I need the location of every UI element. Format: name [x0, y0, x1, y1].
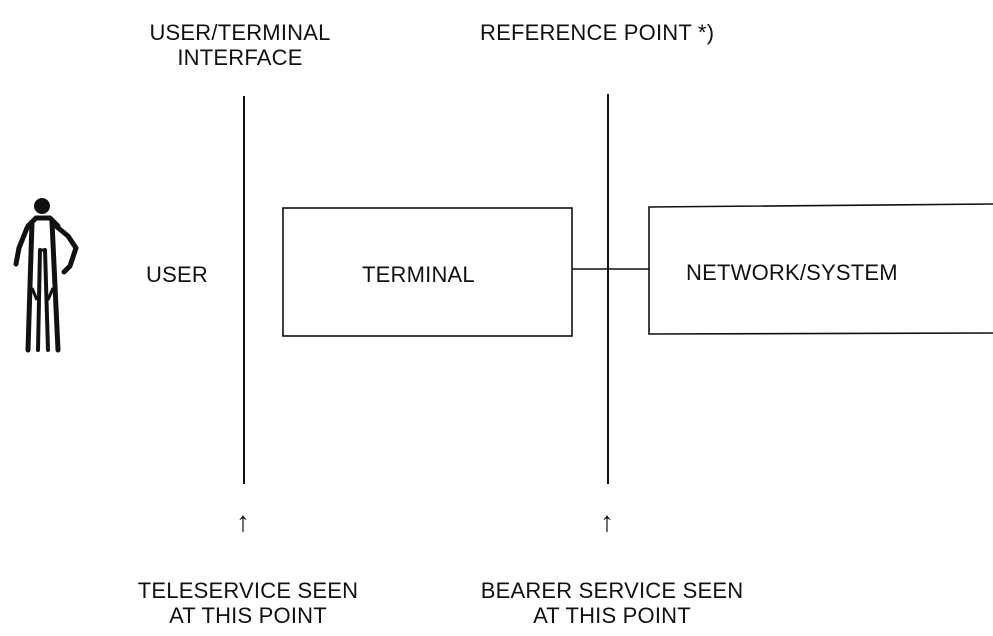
- reference-point-title: REFERENCE POINT *): [480, 20, 715, 45]
- terminal-box: [282, 207, 573, 337]
- terminal-label: TERMINAL: [362, 262, 475, 287]
- network-system-box: [648, 203, 993, 335]
- user-label: USER: [146, 262, 208, 287]
- bearer-caption-line1: BEARER SERVICE SEEN: [480, 578, 744, 603]
- bearer-caption: BEARER SERVICE SEEN AT THIS POINT: [470, 578, 754, 629]
- teleservice-caption: TELESERVICE SEEN AT THIS POINT: [118, 578, 378, 629]
- teleservice-caption-line2: AT THIS POINT: [169, 603, 327, 629]
- bearer-arrow: ↑: [600, 506, 614, 537]
- interface-title: USER/TERMINAL INTERFACE: [128, 20, 352, 71]
- teleservice-caption-line1: TELESERVICE SEEN: [137, 578, 359, 603]
- teleservice-arrow: ↑: [236, 506, 250, 537]
- interface-title-line1: USER/TERMINAL: [149, 20, 331, 45]
- network-system-label: NETWORK/SYSTEM: [686, 260, 898, 285]
- bearer-caption-line2: AT THIS POINT: [533, 603, 691, 629]
- interface-title-line2: INTERFACE: [177, 45, 303, 71]
- person-icon: [13, 198, 79, 353]
